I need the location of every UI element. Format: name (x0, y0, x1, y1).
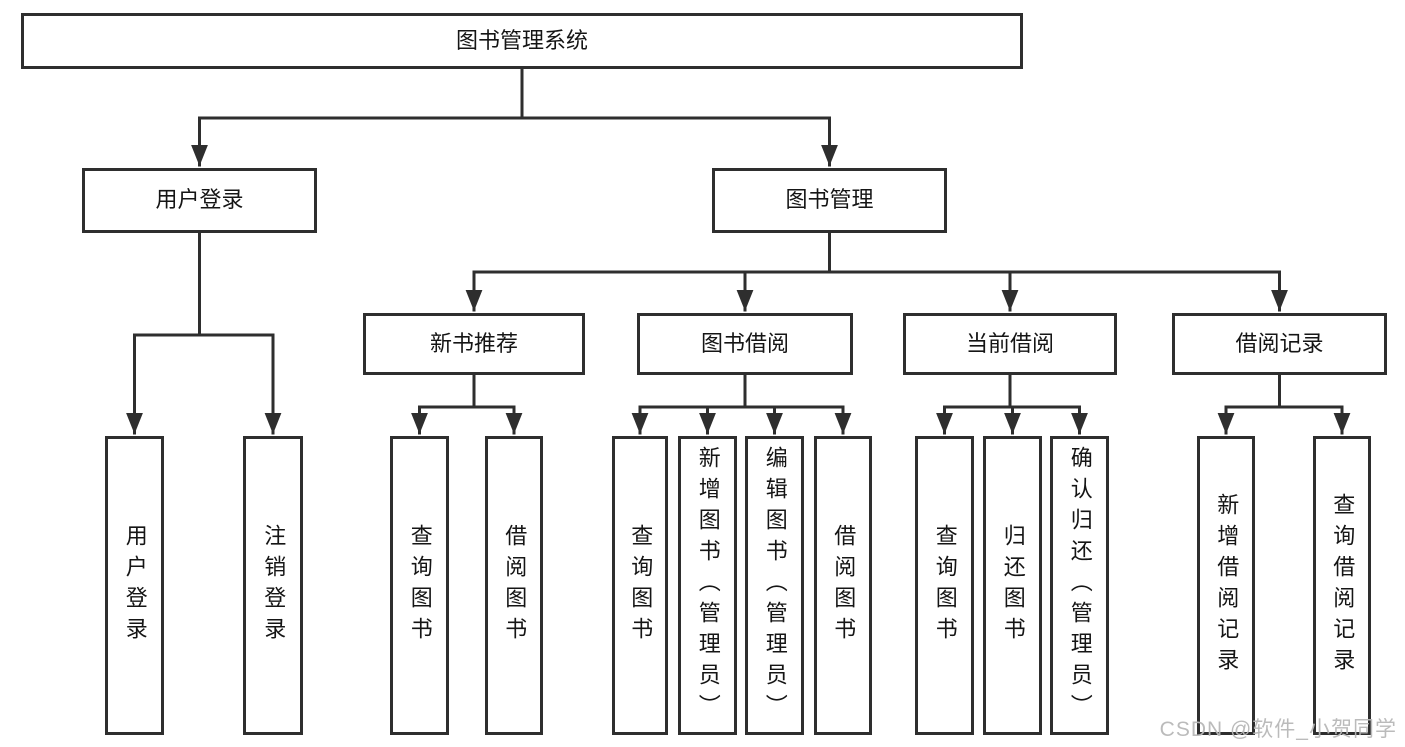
leaf-add-book-admin-label: 新增图书（管理员） (695, 446, 721, 725)
leaf-borrow-book-recommend-label: 借阅图书 (502, 523, 528, 648)
leaf-logout: 注销登录 (243, 436, 303, 735)
node-new-book-recommend-label: 新书推荐 (429, 330, 518, 356)
leaf-user-login-label: 用户登录 (122, 523, 148, 648)
leaf-borrow-book: 借阅图书 (814, 436, 872, 735)
leaf-user-login: 用户登录 (105, 436, 164, 735)
node-borrow-records: 借阅记录 (1172, 313, 1387, 375)
leaf-query-borrow-record: 查询借阅记录 (1313, 436, 1371, 735)
leaf-add-book-admin: 新增图书（管理员） (678, 436, 737, 735)
node-new-book-recommend: 新书推荐 (363, 313, 585, 375)
leaf-edit-book-admin: 编辑图书（管理员） (745, 436, 804, 735)
leaf-edit-book-admin-label: 编辑图书（管理员） (762, 446, 788, 725)
leaf-confirm-return-admin: 确认归还（管理员） (1050, 436, 1109, 735)
node-root: 图书管理系统 (21, 13, 1023, 69)
leaf-borrow-book-label: 借阅图书 (831, 523, 857, 648)
leaf-query-book-borrow: 查询图书 (612, 436, 668, 735)
leaf-confirm-return-admin-label: 确认归还（管理员） (1067, 446, 1093, 725)
leaf-add-borrow-record: 新增借阅记录 (1197, 436, 1255, 735)
leaf-query-borrow-record-label: 查询借阅记录 (1330, 492, 1356, 679)
node-book-borrow-label: 图书借阅 (700, 330, 789, 356)
node-book-borrow: 图书借阅 (637, 313, 853, 375)
node-current-borrow: 当前借阅 (903, 313, 1117, 375)
leaf-borrow-book-recommend: 借阅图书 (485, 436, 543, 735)
node-root-label: 图书管理系统 (455, 27, 588, 53)
leaf-query-book-recommend-label: 查询图书 (407, 523, 433, 648)
node-book-management-label: 图书管理 (785, 187, 874, 213)
leaf-logout-label: 注销登录 (261, 523, 287, 648)
leaf-return-book-label: 归还图书 (1000, 523, 1026, 648)
leaf-add-borrow-record-label: 新增借阅记录 (1214, 492, 1240, 679)
leaf-query-book-current-label: 查询图书 (932, 523, 958, 648)
node-user-login-label: 用户登录 (155, 187, 244, 213)
node-user-login: 用户登录 (82, 168, 317, 233)
leaf-query-book-recommend: 查询图书 (390, 436, 449, 735)
watermark: CSDN @软件_小贺同学 (1159, 718, 1397, 741)
leaf-return-book: 归还图书 (983, 436, 1042, 735)
node-current-borrow-label: 当前借阅 (965, 330, 1054, 356)
leaf-query-book-borrow-label: 查询图书 (628, 523, 654, 648)
leaf-query-book-current: 查询图书 (915, 436, 974, 735)
node-borrow-records-label: 借阅记录 (1235, 330, 1324, 356)
node-book-management: 图书管理 (712, 168, 947, 233)
